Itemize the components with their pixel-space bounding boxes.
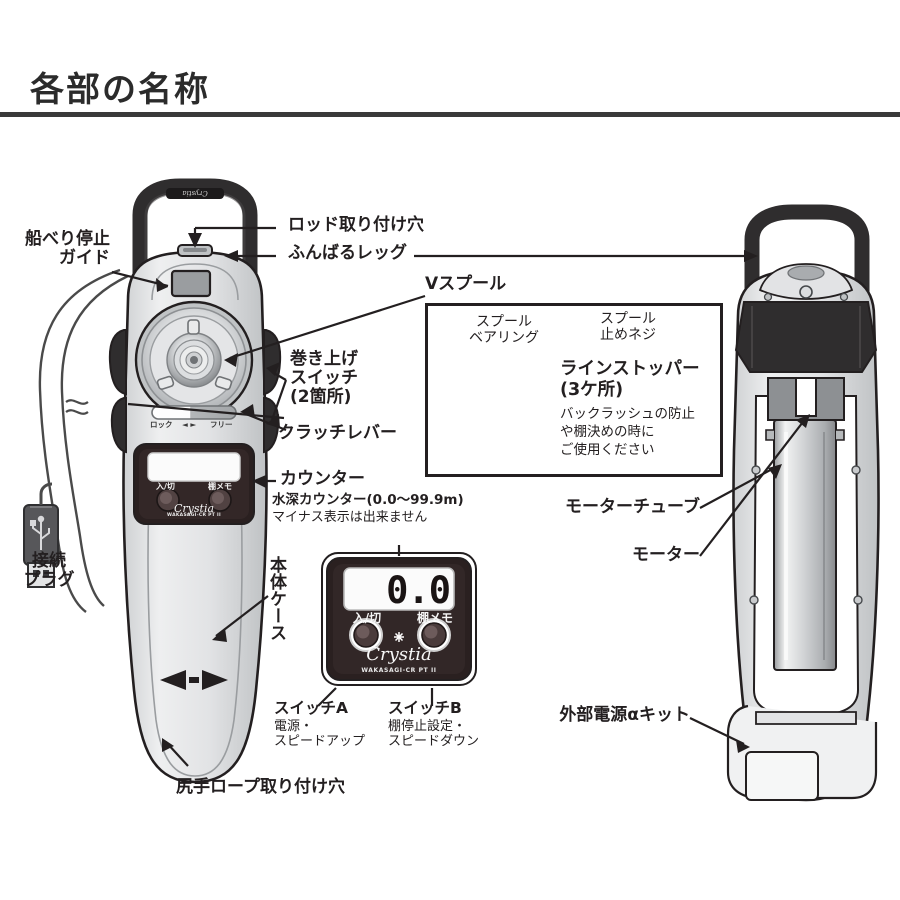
label-counter: カウンター [280,469,365,489]
label-connect-plug: 接続 プラグ [23,551,75,591]
device-model: WAKASAGI-CR PT II [167,513,221,518]
label-counter-sub2: マイナス表示は出来ません [272,510,428,525]
label-counter-sub1: 水深カウンター(0.0～99.9m) [272,492,464,508]
label-motor-tube: モーターチューブ [565,497,700,517]
label-line-stopper-count: (3ケ所) [560,380,624,400]
reel-front-view-art [108,178,282,784]
label-wind-switch: 巻き上げ スイッチ (2箇所) [290,349,358,408]
device-clutch-lock: ロック [150,420,173,429]
label-clutch-lever: クラッチレバー [278,423,397,443]
label-line-stopper-title: ラインストッパー [560,359,700,379]
closeup-btn-power-label: 入/切 [352,611,382,625]
label-switch-b-title: スイッチB [388,699,462,717]
device-clutch-arrows: ◄ ► [182,420,197,429]
label-switch-a-title: スイッチA [274,699,348,717]
label-body-case: 本体ケース [266,556,287,641]
closeup-model: WAKASAGI-CR PT II [361,667,437,674]
page-title: 各部の名称 [30,70,210,110]
label-rod-hole: ロッド取り付け穴 [288,215,424,235]
label-leg: ふんばるレッグ [288,243,407,263]
title-divider [0,112,900,117]
label-external-power-kit: 外部電源αキット [559,705,690,725]
device-btn-memo-label: 棚メモ [208,482,232,491]
closeup-brand: Crystia [366,644,432,665]
label-tail-rope-hole: 尻手ロープ取り付け穴 [176,777,345,797]
closeup-counter-value: 0.0 [386,569,451,612]
label-switch-a-desc: 電源・ スピードアップ [274,719,366,749]
label-line-stopper-desc: バックラッシュの防止 や棚決めの時に ご使用ください [560,406,695,459]
label-motor: モーター [632,545,700,565]
vspool-inset-box [425,303,723,477]
device-handle-text: Crystia [182,188,208,197]
reel-rear-view-art [726,204,880,802]
device-brand: Crystia [173,502,215,515]
closeup-btn-memo-label: 棚メモ [416,611,453,625]
label-v-spool: Vスプール [425,274,507,294]
device-btn-power-label: 入/切 [156,482,175,491]
label-boat-edge-guide: 船べり停止 ガイド [25,229,110,269]
label-switch-b-desc: 棚停止設定・ スピードダウン [388,719,480,749]
label-spool-bearing: スプール ベアリング [469,314,539,346]
device-clutch-free: フリー [210,420,233,429]
label-spool-screw: スプール 止めネジ [600,311,656,343]
